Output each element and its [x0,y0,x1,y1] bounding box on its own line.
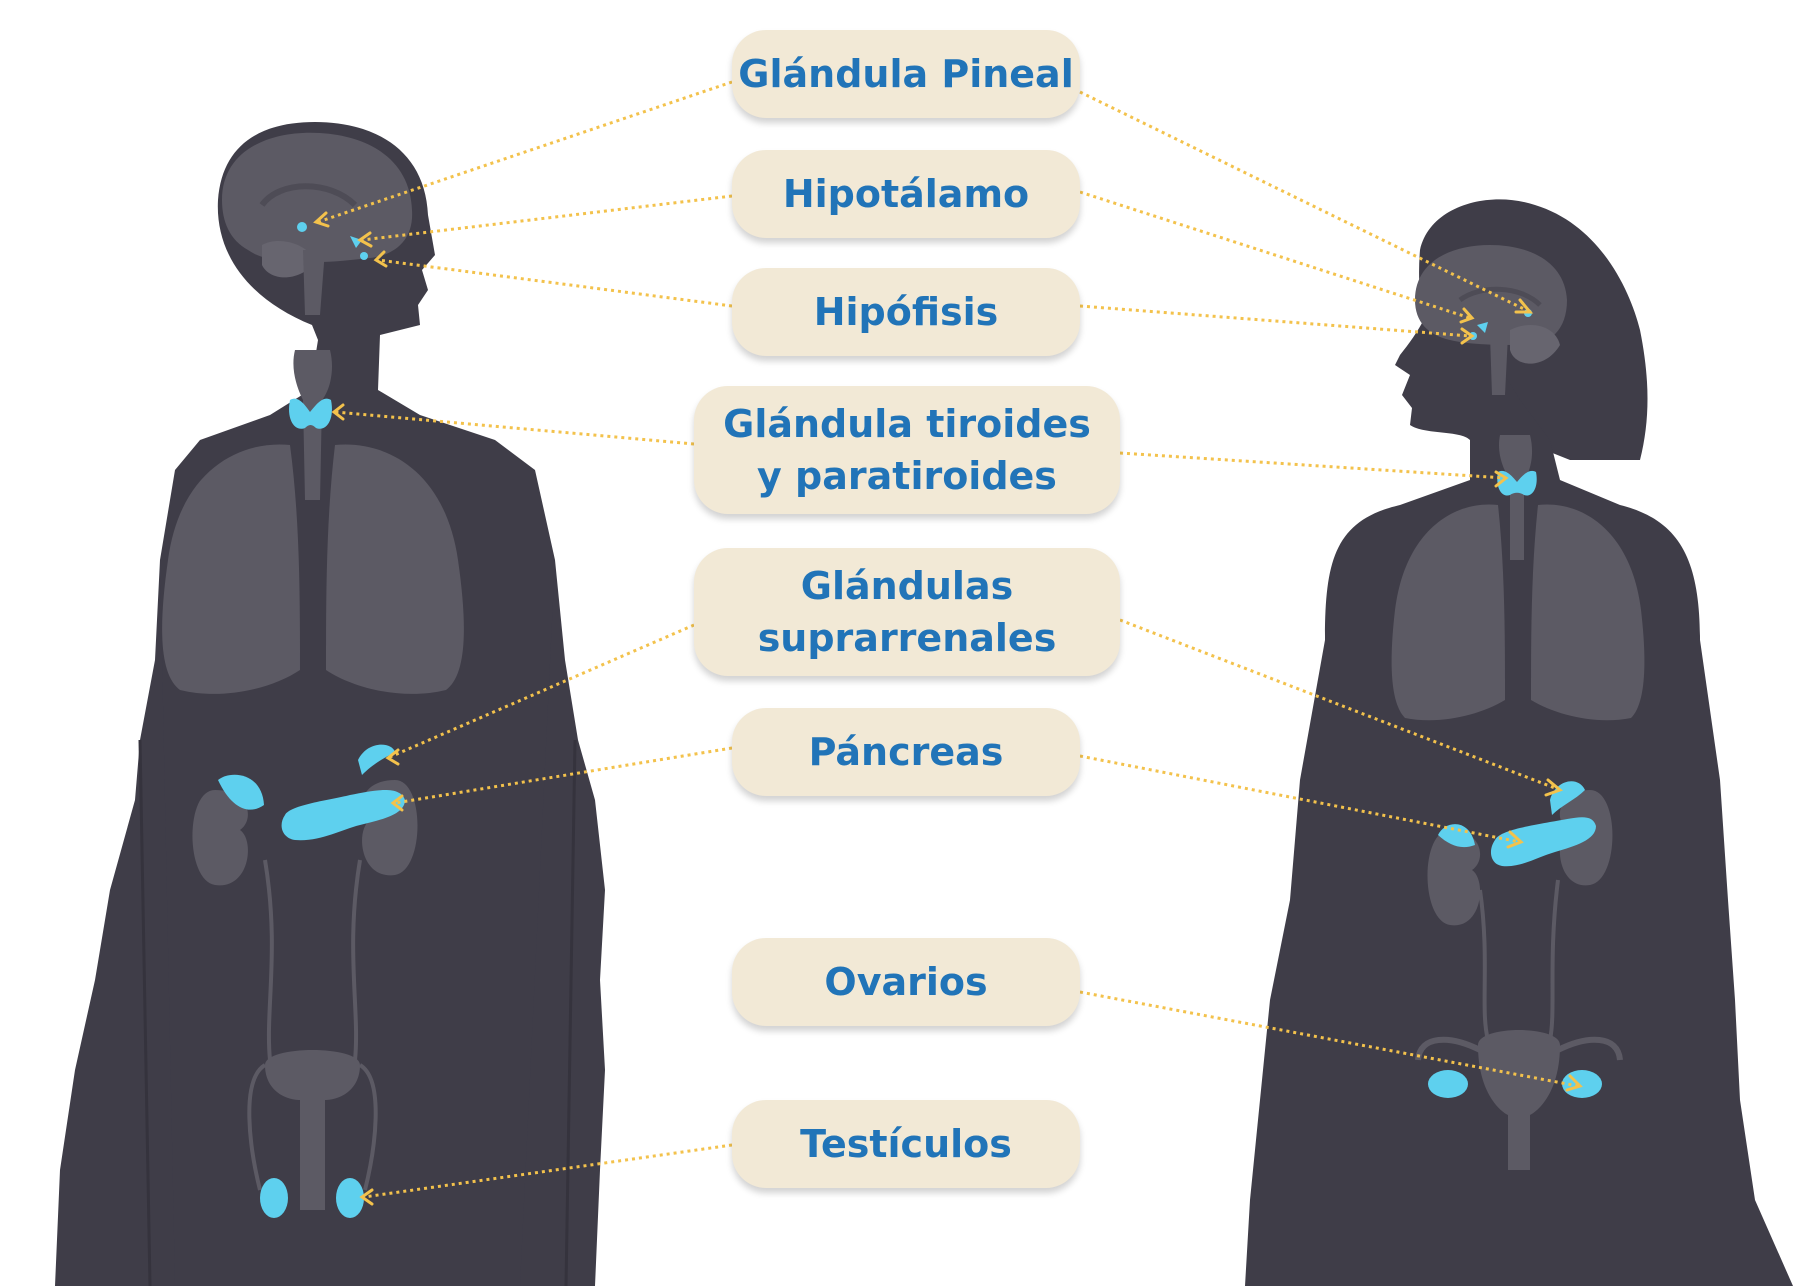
connector-hipotalamo-female [1080,192,1470,318]
label-testiculos: Testículos [732,1100,1080,1188]
label-text: Páncreas [809,726,1004,778]
female-brainstem [1490,335,1508,395]
label-pancreas: Páncreas [732,708,1080,796]
label-hipofisis: Hipófisis [732,268,1080,356]
female-ovary-left [1428,1070,1468,1098]
male-pituitary-gland [360,252,368,260]
label-text-line2: suprarrenales [758,612,1057,664]
connector-hipofisis-female [1080,306,1470,336]
label-text: Ovarios [824,956,987,1008]
label-hipotalamo: Hipotálamo [732,150,1080,238]
label-text: Glándula Pineal [738,48,1073,100]
female-body [1245,199,1793,1286]
label-glandulas-suprarrenales: Glándulas suprarrenales [694,548,1120,676]
label-text-line1: Glándula tiroides [723,398,1091,450]
label-ovarios: Ovarios [732,938,1080,1026]
male-testicle-right [336,1178,364,1218]
female-ovary-right [1562,1070,1602,1098]
connector-hipofisis-male [378,260,732,306]
label-glandula-tiroides: Glándula tiroides y paratiroides [694,386,1120,514]
label-text: Hipotálamo [783,168,1029,220]
male-pineal-gland [297,222,307,232]
label-text-line2: y paratiroides [757,450,1057,502]
connector-tiroides-female [1120,453,1505,478]
label-text-line1: Glándulas [801,560,1013,612]
male-testicle-left [260,1178,288,1218]
label-text: Hipófisis [814,286,999,338]
label-glandula-pineal: Glándula Pineal [732,30,1080,118]
label-text: Testículos [800,1118,1012,1170]
